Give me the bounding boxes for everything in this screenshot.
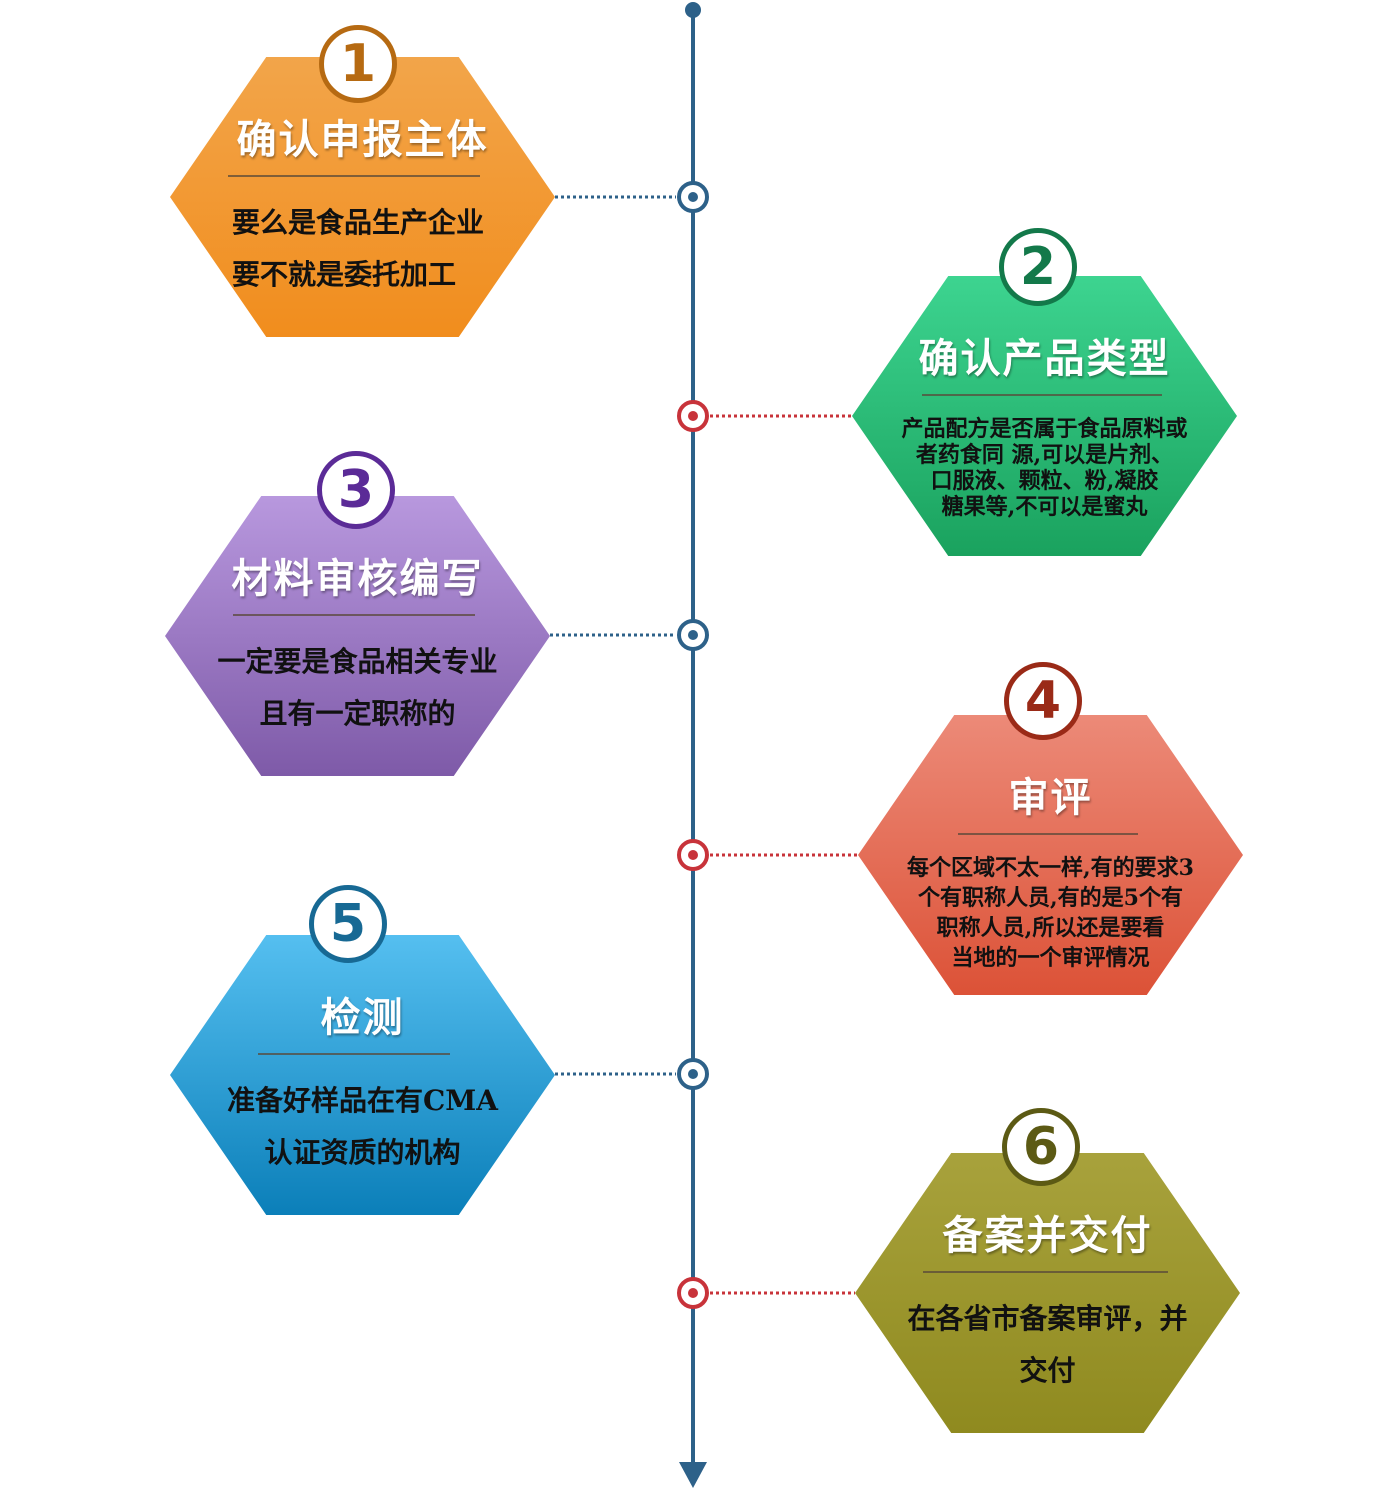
- step-2-divider: [922, 394, 1162, 396]
- step-5-desc-line: 准备好样品在有CMA: [226, 1084, 498, 1117]
- step-4-desc-line: 每个区域不太一样,有的要求3: [907, 855, 1194, 881]
- step-1-card: 确认申报主体 要么是食品生产企业 要不就是委托加工: [170, 57, 555, 337]
- step-6-description: 在各省市备案审评，并 交付: [885, 1293, 1210, 1397]
- step-4-timeline-node-center: [688, 850, 698, 860]
- timeline-start-dot: [685, 2, 701, 18]
- step-4-divider: [958, 833, 1138, 835]
- step-2-title: 确认产品类型: [918, 336, 1171, 382]
- step-3-description: 一定要是食品相关专业 且有一定职称的: [195, 636, 520, 740]
- step-6-divider: [923, 1271, 1168, 1273]
- step-1-desc-line: 要么是食品生产企业: [232, 206, 485, 239]
- step-5-desc-line: 认证资质的机构: [264, 1136, 461, 1169]
- step-2-desc-line: 口服液、颗粒、粉,凝胶: [930, 468, 1159, 494]
- step-6-number-badge: 6: [1002, 1108, 1080, 1186]
- step-4-title: 审评: [1008, 775, 1093, 821]
- step-1-timeline-node-center: [688, 192, 698, 202]
- step-6-card: 备案并交付 在各省市备案审评，并 交付: [855, 1153, 1240, 1433]
- step-2-desc-line: 者药食同 源,可以是片剂、: [915, 442, 1174, 468]
- step-4-desc-line: 个有职称人员,有的是5个有: [918, 885, 1183, 911]
- step-3-hexagon: [165, 496, 550, 776]
- step-1-title: 确认申报主体: [236, 117, 489, 163]
- step-5-timeline-node-center: [688, 1069, 698, 1079]
- step-1-divider: [228, 175, 480, 177]
- step-1-desc-line: 要不就是委托加工: [232, 258, 457, 291]
- step-6-desc-line: 在各省市备案审评，并: [907, 1302, 1188, 1335]
- step-4-number-badge: 4: [1004, 662, 1082, 740]
- step-4-desc-line: 职称人员,所以还是要看: [936, 915, 1165, 941]
- step-2-description: 产品配方是否属于食品原料或 者药食同 源,可以是片剂、 口服液、颗粒、粉,凝胶 …: [882, 416, 1207, 520]
- step-5-card: 检测 准备好样品在有CMA 认证资质的机构: [170, 935, 555, 1215]
- step-6-desc-line: 交付: [1019, 1354, 1076, 1387]
- step-2-number-badge: 2: [999, 228, 1077, 306]
- step-2-timeline-node-center: [688, 411, 698, 421]
- timeline-arrow-head: [679, 1462, 707, 1488]
- step-4-card: 审评 每个区域不太一样,有的要求3 个有职称人员,有的是5个有 职称人员,所以还…: [858, 715, 1243, 995]
- step-1-number-badge: 1: [319, 25, 397, 103]
- step-4-desc-line: 当地的一个审评情况: [951, 945, 1150, 971]
- step-6-title: 备案并交付: [942, 1213, 1153, 1259]
- step-3-timeline-node-center: [688, 630, 698, 640]
- step-3-card: 材料审核编写 一定要是食品相关专业 且有一定职称的: [165, 496, 550, 776]
- step-5-description: 准备好样品在有CMA 认证资质的机构: [200, 1075, 525, 1179]
- step-1-description: 要么是食品生产企业 要不就是委托加工: [232, 197, 525, 301]
- step-3-desc-line: 且有一定职称的: [259, 697, 456, 730]
- step-2-desc-line: 糖果等,不可以是蜜丸: [941, 494, 1148, 520]
- step-3-number-badge: 3: [317, 451, 395, 529]
- step-2-card: 确认产品类型 产品配方是否属于食品原料或 者药食同 源,可以是片剂、 口服液、颗…: [852, 276, 1237, 556]
- step-5-number-badge: 5: [309, 885, 387, 963]
- step-3-title: 材料审核编写: [231, 556, 484, 602]
- step-4-description: 每个区域不太一样,有的要求3 个有职称人员,有的是5个有 职称人员,所以还是要看…: [888, 853, 1213, 973]
- step-5-title: 检测: [320, 995, 405, 1041]
- step-6-timeline-node-center: [688, 1288, 698, 1298]
- step-3-divider: [233, 614, 475, 616]
- step-3-desc-line: 一定要是食品相关专业: [217, 645, 498, 678]
- step-5-divider: [258, 1053, 450, 1055]
- step-2-desc-line: 产品配方是否属于食品原料或: [901, 416, 1188, 442]
